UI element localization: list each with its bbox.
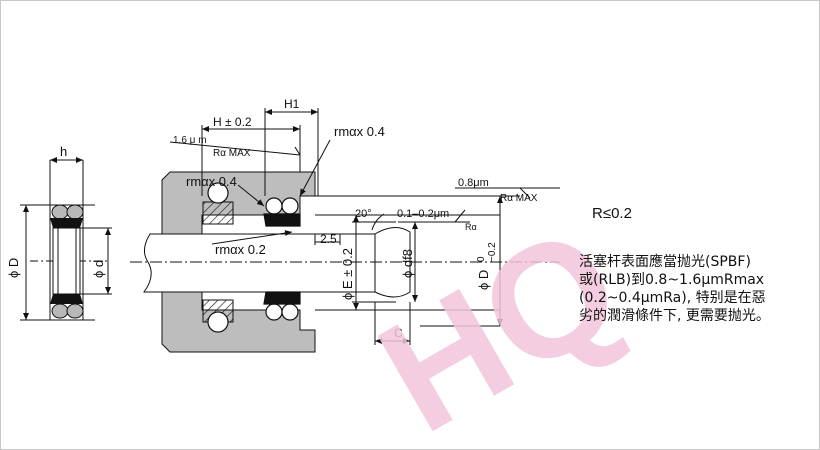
note-line: (0.2~0.4μmRa), 特别是在惡 — [579, 290, 766, 306]
C-label: C — [394, 326, 403, 340]
tolerance-upper-label: 0 — [476, 256, 487, 262]
polishing-note: 活塞杆表面應當抛光(SPBF) 或(RLB)到0.8~1.6μmRmax (0.… — [579, 253, 770, 325]
rmax-02-label: rmαx 0.2 — [215, 242, 266, 257]
R-limit-label: R≤0.2 — [592, 205, 632, 222]
rmax-04-left-label: rmαx 0.4 — [186, 174, 237, 189]
tolerance-lower-label: −0.2 — [487, 242, 498, 262]
phi-d-label-left: ϕ d — [91, 260, 106, 278]
main-dimensions — [169, 108, 560, 345]
angle-20-label: 20° — [355, 208, 372, 220]
note-line: 劣的潤滑條件下, 更需要抛光。 — [579, 308, 770, 324]
H-tolerance-label: H ± 0.2 — [213, 115, 252, 129]
seal-cross-section-left — [20, 160, 112, 321]
phi-D-label-left: ϕ D — [6, 258, 21, 278]
note-line: 或(RLB)到0.8~1.6μmRmax — [579, 272, 765, 288]
rod-lines — [130, 195, 560, 311]
rq-max-label-2: Rα MAX — [500, 193, 538, 204]
rmax-04-top-label: rmαx 0.4 — [334, 124, 385, 139]
phi-df8-label: ϕ df8 — [400, 249, 415, 278]
h-label: h — [60, 144, 67, 159]
seal-rings-left — [50, 204, 84, 319]
roughness-01-02-label: 0.1–0.2μm — [397, 208, 449, 220]
phi-D-main-label: ϕ D — [476, 270, 491, 290]
roughness-0-8-label: 0.8μm — [458, 177, 489, 189]
housing — [161, 171, 316, 353]
o-rings-main — [207, 182, 301, 333]
rq-max-label-1: Rα MAX — [213, 148, 251, 159]
H1-label: H1 — [284, 97, 300, 111]
phi-E-label: ϕ E ± 0.2 — [340, 248, 355, 300]
left-dimensions — [23, 157, 111, 320]
note-line: 活塞杆表面應當抛光(SPBF) — [579, 254, 751, 270]
ra-label: Rα — [465, 222, 477, 232]
dim-2-5-label: 2.5 — [320, 232, 337, 246]
roughness-1-6-label: 1.6 μ m — [173, 135, 207, 146]
